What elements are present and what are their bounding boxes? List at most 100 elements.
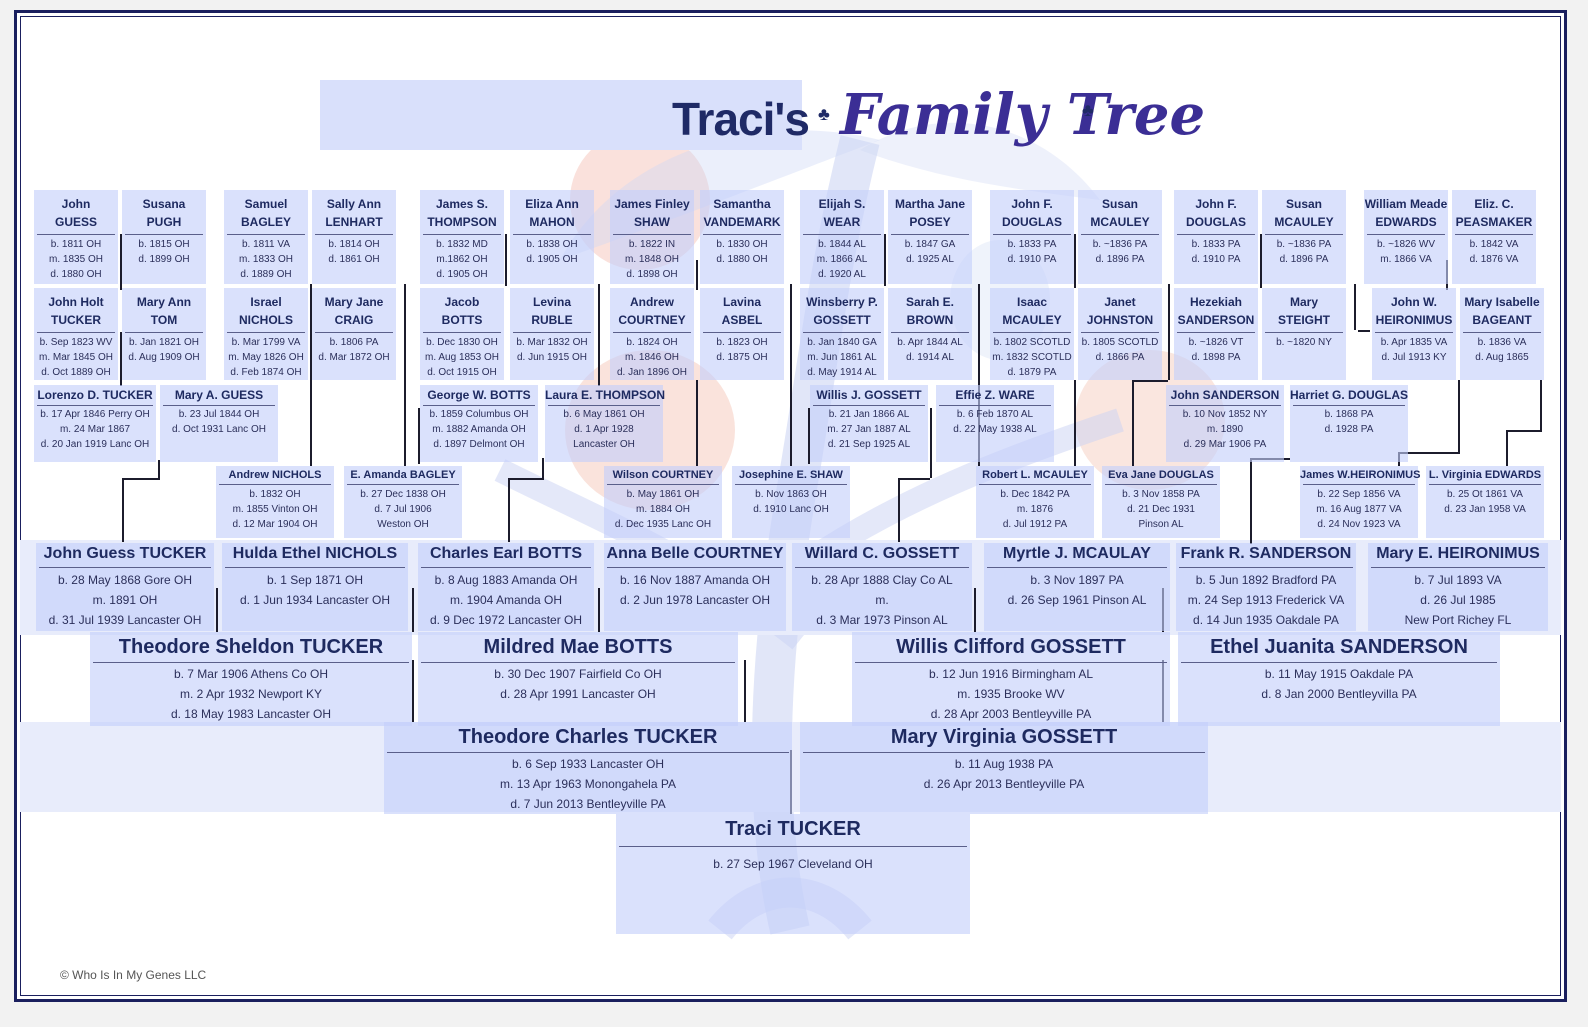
- connector-line: [158, 460, 160, 480]
- name-underline: [423, 234, 501, 235]
- name-underline: [703, 332, 781, 333]
- person-detail-line: d. 23 Jan 1958 VA: [1444, 504, 1526, 515]
- name-underline: [315, 332, 393, 333]
- person-name-line: EDWARDS: [1375, 215, 1437, 229]
- person-name-line: Susan: [1285, 197, 1322, 211]
- person-name-line: Samantha: [713, 197, 771, 211]
- person-detail-line: d. 7 Jul 1906: [374, 504, 432, 515]
- person-name-line: Ethel Juanita SANDERSON: [1210, 636, 1468, 658]
- person-detail-line: b. Nov 1863 OH: [755, 489, 827, 500]
- connector-line: [1354, 284, 1356, 330]
- name-underline: [1265, 234, 1343, 235]
- person-name-line: Theodore Sheldon TUCKER: [118, 636, 384, 658]
- person-detail-line: b. 1836 VA: [1477, 337, 1527, 348]
- person-name-line: BOTTS: [441, 313, 483, 327]
- person-detail-line: b. 1830 OH: [716, 239, 768, 250]
- person-name-line: James Finley: [614, 197, 690, 211]
- name-underline: [1169, 405, 1281, 406]
- person-name-line: Willard C. GOSSETT: [804, 545, 960, 562]
- connector-line: [216, 588, 218, 632]
- name-underline: [1303, 484, 1415, 485]
- person-detail-line: b. 1833 PA: [1191, 239, 1241, 250]
- person-name: John W.HEIRONIMUS: [1372, 293, 1456, 329]
- person-name-line: MCAULEY: [1274, 215, 1334, 229]
- connector-line: [1506, 430, 1540, 432]
- connector-line: [930, 408, 932, 478]
- person-detail-line: b. 5 Jun 1892 Bradford PA: [1195, 573, 1337, 587]
- person-name: John Guess TUCKER: [36, 543, 214, 565]
- name-underline: [1179, 567, 1353, 568]
- connector-line: [1358, 330, 1370, 332]
- person-name: E. Amanda BAGLEY: [344, 467, 462, 483]
- name-underline: [421, 567, 591, 568]
- name-underline: [891, 234, 969, 235]
- person-detail-line: m. 1904 Amanda OH: [449, 593, 563, 607]
- person-name: Willis Clifford GOSSETT: [852, 633, 1170, 661]
- person-detail-line: b. 1832 MD: [436, 239, 488, 250]
- person-name-line: Frank R. SANDERSON: [1180, 545, 1352, 562]
- connector-line: [404, 380, 406, 466]
- name-underline: [607, 484, 719, 485]
- name-underline: [993, 234, 1071, 235]
- person-name-line: VANDEMARK: [703, 215, 781, 229]
- person-detail-line: b. 23 Jul 1844 OH: [178, 409, 260, 420]
- person-detail-line: b. May 1861 OH: [626, 489, 700, 500]
- connector-line: [505, 234, 507, 286]
- person-detail-line: b. 22 Sep 1856 VA: [1317, 489, 1401, 500]
- person-name-line: E. Amanda BAGLEY: [350, 469, 456, 481]
- name-underline: [855, 662, 1167, 663]
- person-detail-line: b. 1868 PA: [1324, 409, 1374, 420]
- person-detail-line: m. Jun 1861 AL: [807, 352, 877, 363]
- person-name-line: Andrew NICHOLS: [228, 469, 322, 481]
- person-name: James W.HEIRONIMUS: [1300, 467, 1420, 483]
- name-underline: [607, 567, 783, 568]
- name-underline: [39, 567, 211, 568]
- person-detail-line: m. 1876: [1016, 504, 1054, 515]
- person-name-line: Hezekiah: [1189, 295, 1243, 309]
- person-name-line: Mary E. HEIRONIMUS: [1376, 545, 1540, 562]
- title-script: Family Tree: [840, 82, 1206, 148]
- person-detail-line: b. 28 Apr 1888 Clay Co AL: [811, 573, 953, 587]
- name-underline: [939, 405, 1051, 406]
- person-name-line: Myrtle J. MCAULAY: [1003, 545, 1151, 562]
- name-underline: [735, 484, 847, 485]
- person-name: Charles Earl BOTTS: [418, 543, 594, 565]
- person-name: Mary A. GUESS: [160, 386, 278, 404]
- connector-line: [1074, 380, 1076, 466]
- person-name: Eva Jane DOUGLAS: [1102, 467, 1220, 483]
- connector-line: [120, 234, 122, 290]
- person-detail-line: d. 18 May 1983 Lancaster OH: [170, 707, 332, 721]
- person-detail-line: b. 27 Dec 1838 OH: [360, 489, 446, 500]
- connector-line: [120, 332, 122, 386]
- person-name: Elijah S.WEAR: [800, 195, 884, 231]
- person-detail-line: d. 1910 Lanc OH: [753, 504, 829, 515]
- person-name-line: Anna Belle COURTNEY: [606, 545, 784, 562]
